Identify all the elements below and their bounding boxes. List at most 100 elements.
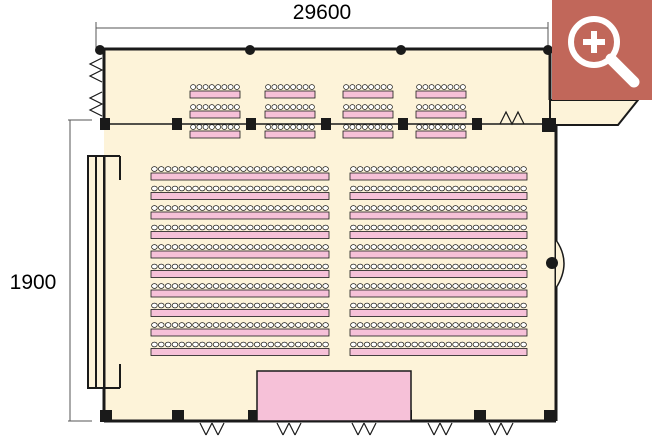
chair [472, 244, 480, 250]
chair [219, 244, 227, 250]
chair [288, 205, 295, 211]
chair [247, 263, 254, 270]
chair [185, 205, 192, 211]
chair [185, 224, 192, 231]
table [349, 211, 528, 220]
chair [209, 104, 215, 110]
chair [377, 205, 384, 211]
chair [277, 84, 284, 90]
chair [428, 124, 435, 130]
chair [164, 185, 172, 192]
chair [435, 104, 441, 110]
chair [493, 205, 500, 211]
table [415, 90, 467, 99]
chair [226, 205, 233, 211]
chair [253, 166, 261, 172]
chair [206, 322, 213, 328]
main-right-row [349, 244, 528, 259]
chair [247, 185, 254, 192]
height-label: 1900 [10, 271, 57, 294]
chair [185, 263, 192, 270]
chair [226, 166, 233, 172]
chair [422, 104, 429, 110]
chair [171, 283, 179, 289]
chair [343, 84, 350, 90]
chair [425, 322, 432, 328]
table [150, 250, 330, 259]
chair [370, 302, 377, 309]
table [349, 172, 528, 181]
chair [240, 283, 247, 289]
chair [472, 205, 480, 211]
chair [404, 224, 412, 231]
chair [479, 341, 486, 348]
zoom-in-button[interactable] [552, 0, 652, 100]
chair [274, 302, 281, 309]
chair [178, 224, 185, 231]
chair [486, 341, 493, 348]
chair [384, 244, 391, 250]
main-left-row [150, 166, 330, 181]
chair [265, 124, 272, 130]
chair [212, 224, 220, 231]
chair [158, 205, 165, 211]
chair [192, 185, 199, 192]
chair [240, 224, 247, 231]
chair [404, 205, 412, 211]
table [342, 90, 394, 99]
chair [472, 166, 480, 172]
chair [438, 263, 446, 270]
chair [445, 224, 452, 231]
chair [178, 166, 185, 172]
chair [226, 244, 233, 250]
chair [459, 322, 466, 328]
chair [506, 205, 514, 211]
chair [281, 244, 288, 250]
chair [240, 205, 247, 211]
chair [281, 224, 288, 231]
chair [447, 104, 454, 110]
chair [357, 263, 364, 270]
chair [267, 244, 274, 250]
chair [315, 283, 322, 289]
chair [277, 124, 284, 130]
chair [363, 263, 371, 270]
chair [486, 224, 493, 231]
chair [479, 263, 486, 270]
chair [274, 166, 281, 172]
chair [274, 263, 281, 270]
chair [453, 124, 460, 130]
chair [349, 104, 356, 110]
chair [302, 104, 309, 110]
chair [199, 322, 206, 328]
chair [431, 341, 439, 348]
chair [435, 84, 441, 90]
chair [479, 244, 486, 250]
room-floor-main [104, 49, 556, 421]
chair [479, 205, 486, 211]
main-left-row [150, 224, 330, 239]
chair [472, 185, 480, 192]
chair [391, 224, 398, 231]
chair [185, 166, 192, 172]
chair [459, 341, 466, 348]
chair [453, 104, 460, 110]
chair [308, 302, 316, 309]
table [342, 110, 394, 119]
chair [253, 244, 261, 250]
chair [234, 124, 240, 130]
chair [447, 124, 454, 130]
chair [506, 263, 514, 270]
chair [520, 322, 527, 328]
upper-block-row [189, 84, 241, 99]
chair [486, 302, 493, 309]
chair [309, 124, 315, 130]
chair [288, 166, 295, 172]
chair [260, 244, 268, 250]
chair [438, 205, 446, 211]
chair [308, 263, 316, 270]
chair [301, 166, 309, 172]
chair [301, 302, 309, 309]
chair [357, 205, 364, 211]
